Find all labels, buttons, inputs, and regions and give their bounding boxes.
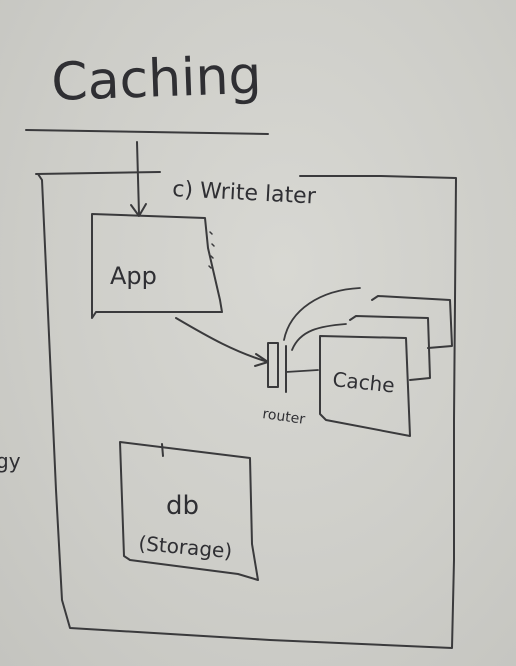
app-label: App [110,262,157,290]
router-box [267,342,279,388]
router-label: router [261,406,306,428]
diagram-subtitle: c) Write later [172,177,318,210]
db-box-tick [161,443,164,457]
boundary-top-left [35,171,161,175]
router-to-cache2-curve [291,323,347,351]
cache-box-3 [371,295,453,349]
app-box-dots [208,231,215,269]
margin-text: gy [0,449,21,473]
cache-label: Cache [331,367,395,397]
title-arrow [136,141,140,215]
db-label: db [166,491,199,521]
app-to-router-arrow [175,317,269,363]
title-underline [25,129,269,135]
router-to-cache3-curve [283,287,361,341]
cache-box-2 [349,315,431,381]
storage-label: (Storage) [138,531,234,563]
db-box [119,441,259,581]
cache-box-1 [319,335,411,437]
router-to-cache-line [285,369,319,373]
system-boundary [37,173,457,649]
app-box [91,213,223,319]
diagram-title: Caching [50,46,262,113]
